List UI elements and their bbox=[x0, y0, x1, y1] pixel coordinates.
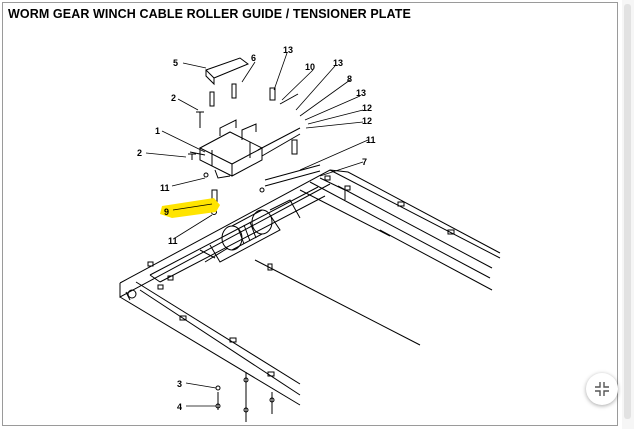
callout-3: 3 bbox=[177, 379, 182, 389]
part-9-leader bbox=[172, 203, 213, 211]
trailer-frame bbox=[119, 169, 501, 406]
callout-13-top: 13 bbox=[283, 45, 293, 55]
callout-6: 6 bbox=[251, 53, 256, 63]
scrollbar-thumb[interactable] bbox=[624, 4, 631, 419]
callout-12-a: 12 bbox=[362, 103, 372, 113]
callout-13-mid: 13 bbox=[333, 58, 343, 68]
callout-11-right: 11 bbox=[366, 135, 376, 145]
callout-8: 8 bbox=[347, 74, 352, 84]
callout-9: 9 bbox=[164, 207, 169, 217]
callout-10: 10 bbox=[305, 62, 315, 72]
callout-11-left: 11 bbox=[160, 183, 170, 193]
collapse-button[interactable] bbox=[586, 373, 618, 405]
callout-12-b: 12 bbox=[362, 116, 372, 126]
part-9-highlight bbox=[160, 198, 220, 218]
callout-1: 1 bbox=[155, 126, 160, 136]
callout-2-top: 2 bbox=[171, 93, 176, 103]
parts-diagram: 5 6 13 10 13 8 13 12 12 11 7 2 1 2 11 9 … bbox=[119, 45, 501, 422]
callout-5: 5 bbox=[173, 58, 178, 68]
callout-7: 7 bbox=[362, 157, 367, 167]
callout-2-left: 2 bbox=[137, 148, 142, 158]
leader-lines bbox=[145, 52, 369, 407]
collapse-arrows-icon bbox=[595, 382, 609, 396]
callout-11-bottom: 11 bbox=[168, 236, 178, 246]
mounting-bolts bbox=[215, 372, 275, 422]
winch-drum bbox=[209, 199, 301, 271]
roller-guide-bracket bbox=[188, 57, 321, 215]
callout-13-low: 13 bbox=[356, 88, 366, 98]
diagram-title: WORM GEAR WINCH CABLE ROLLER GUIDE / TEN… bbox=[8, 7, 411, 21]
callout-4: 4 bbox=[177, 402, 182, 412]
